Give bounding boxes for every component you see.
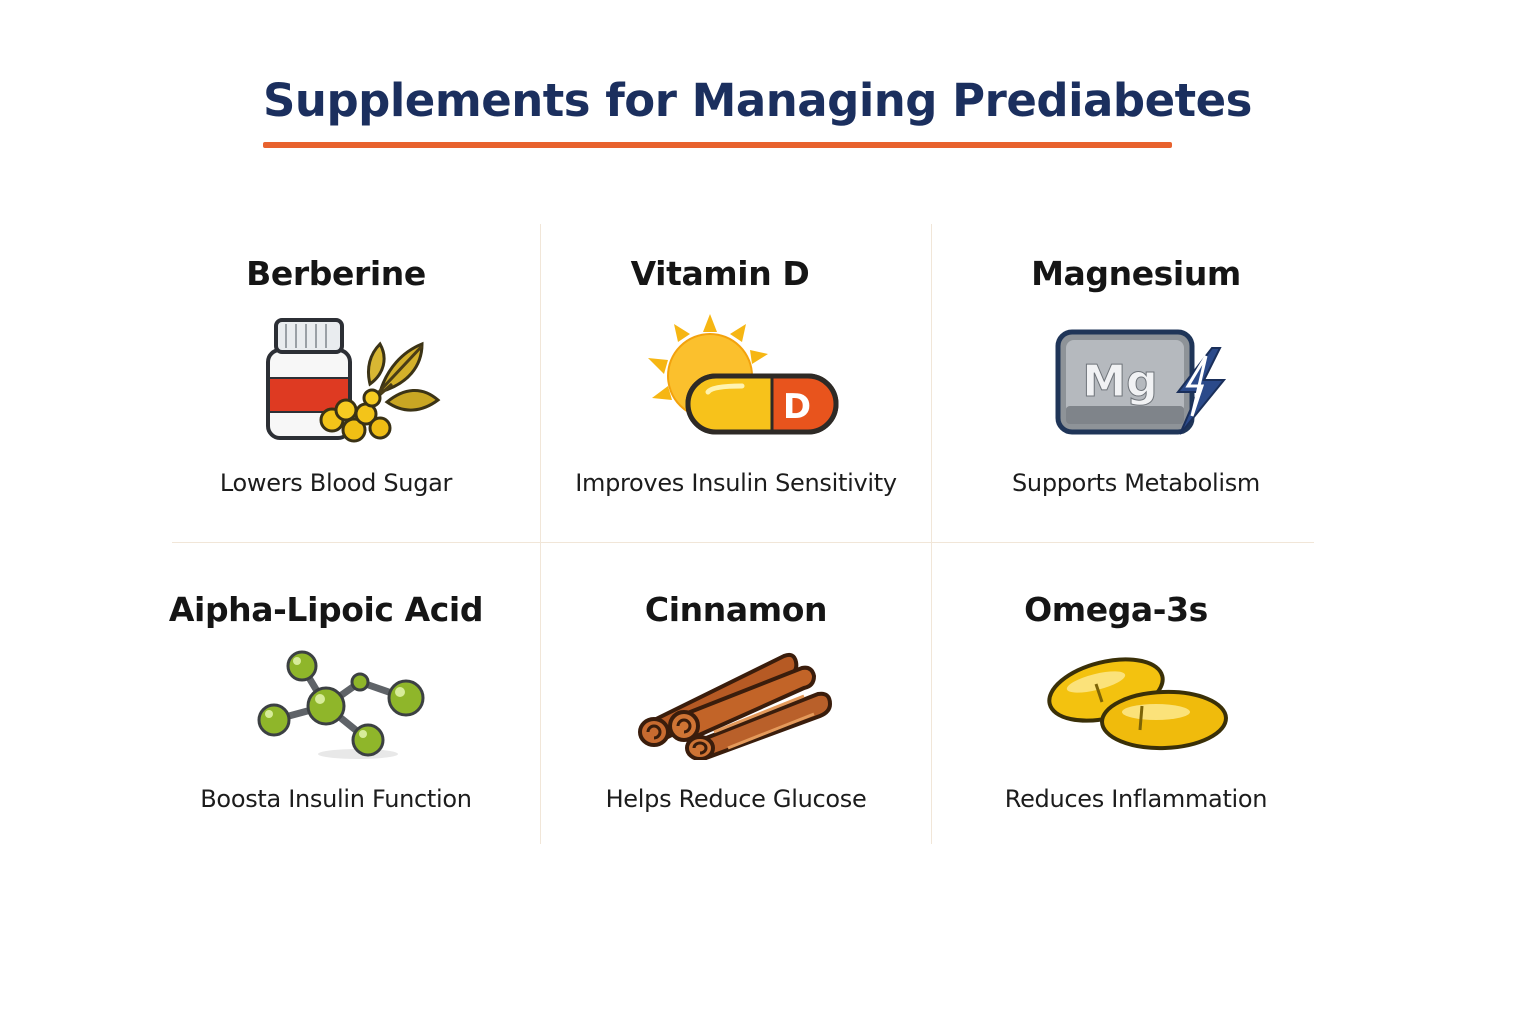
supplement-benefit: Lowers Blood Sugar	[219, 469, 453, 497]
supplement-name: Magnesium	[1031, 254, 1241, 293]
supplement-benefit: Supports Metabolism	[1011, 469, 1261, 497]
page-title: Supplements for Managing Prediabetes	[263, 74, 1252, 127]
magnesium-symbol: Mg	[1082, 356, 1157, 407]
cinnamon-sticks-icon	[634, 646, 834, 760]
title-block: Supplements for Managing Prediabetes	[263, 68, 1252, 148]
supplement-card-cinnamon: Cinnamon Helps Reduce Glucose	[576, 584, 896, 824]
berberine-bottle-icon	[262, 314, 442, 444]
title-underline	[263, 142, 1172, 148]
supplement-name: Omega-3s	[1024, 590, 1208, 629]
grid-divider-vertical-right	[931, 224, 932, 844]
molecule-icon	[250, 646, 430, 762]
softgel-capsules-icon	[1046, 654, 1230, 754]
supplement-benefit: Improves Insulin Sensitivity	[575, 469, 897, 497]
supplement-name: Vitamin D	[630, 254, 810, 293]
magnesium-battery-icon: Mg	[1054, 326, 1228, 442]
supplement-card-omega-3s: Omega-3s Reduces Inflammation	[976, 584, 1296, 824]
grid-divider-vertical-left	[540, 224, 541, 844]
supplement-card-vitamin-d: Vitamin D	[575, 248, 897, 518]
supplement-card-berberine: Berberine	[176, 248, 496, 518]
supplement-benefit: Reduces Inflammation	[1004, 785, 1268, 813]
capsule-letter: D	[783, 387, 811, 427]
supplement-card-alpha-lipoic-acid: Aipha-Lipoic Acid	[169, 584, 496, 824]
grid-divider-horizontal	[172, 542, 1314, 543]
supplement-name: Cinnamon	[644, 590, 828, 629]
supplement-name: Berberine	[246, 254, 426, 293]
supplement-card-magnesium: Magnesium Mg Supports Metabolism	[976, 248, 1296, 518]
supplement-benefit: Helps Reduce Glucose	[605, 785, 867, 813]
supplement-benefit: Boosta Insulin Function	[200, 785, 472, 813]
supplement-name: Aipha-Lipoic Acid	[168, 590, 484, 629]
sun-capsule-icon: D	[642, 310, 842, 440]
